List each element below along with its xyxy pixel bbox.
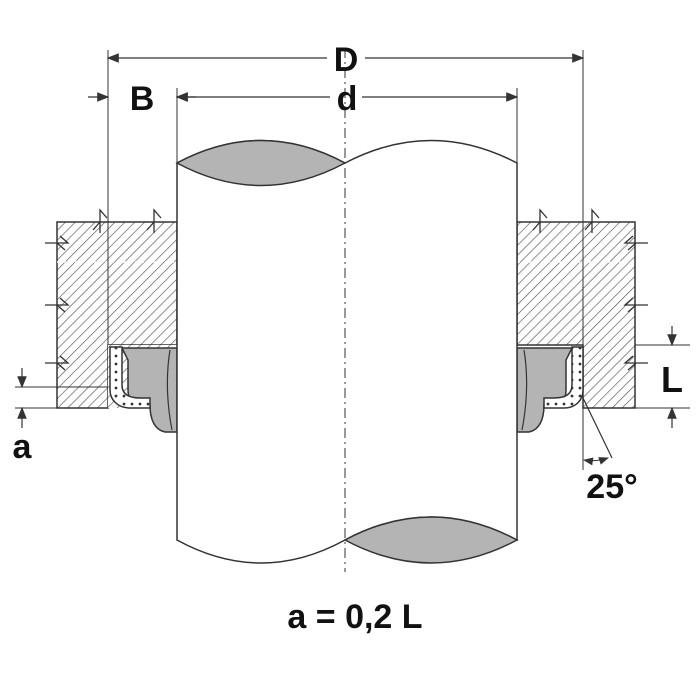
break-marks-left: [45, 208, 162, 371]
dimension-B: B: [88, 80, 196, 118]
shaft-cut-bottom: [343, 516, 519, 564]
right-seal: [516, 346, 584, 433]
label-L: L: [661, 359, 683, 400]
dimension-d: d: [175, 80, 519, 118]
dimension-a: a: [13, 368, 33, 466]
break-marks-right: [532, 208, 648, 371]
label-B: B: [130, 80, 155, 118]
dimension-angle: 25°: [582, 397, 638, 506]
dimension-D: D: [106, 41, 585, 79]
label-a: a: [13, 428, 33, 466]
formula: a = 0,2 L: [287, 598, 422, 636]
left-seal: [109, 346, 178, 433]
label-d: d: [337, 80, 358, 118]
dimension-L: L: [661, 326, 683, 428]
label-D: D: [334, 41, 359, 79]
shaft: [175, 139, 519, 564]
label-angle: 25°: [586, 468, 637, 506]
